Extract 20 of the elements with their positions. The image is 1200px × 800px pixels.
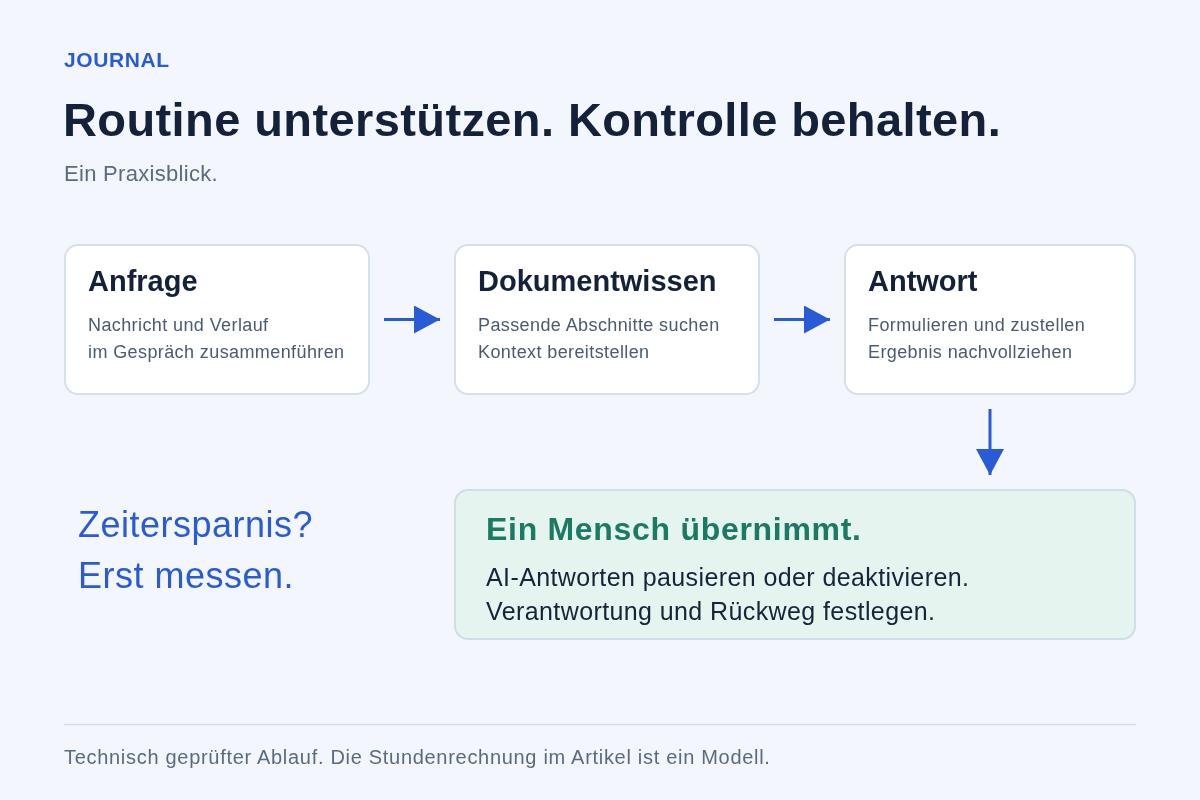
callout-box	[454, 489, 1136, 640]
step-description: Nachricht und Verlauf im Gespräch zusammenführen	[88, 314, 345, 364]
arrow	[384, 305, 440, 334]
arrow	[774, 305, 830, 334]
step-title: Anfrage	[88, 264, 198, 298]
side-note: Zeitersparnis? Erst messen.	[78, 503, 314, 598]
step-title: Dokumentwissen	[478, 264, 717, 298]
step-description: Formulieren und zustellen Ergebnis nachvollziehen	[868, 314, 1086, 364]
callout-title: Ein Mensch übernimmt.	[486, 511, 862, 547]
footer-note: Technisch geprüfter Ablauf. Die Stundenrechnung im Artikel ist ein Modell.	[64, 745, 771, 770]
step-description: Passende Abschnitte suchen Kontext bereitstellen	[478, 314, 720, 364]
process-box	[844, 244, 1136, 395]
subtitle-text: Ein Praxisblick.	[64, 160, 218, 188]
callout-text: AI-Antworten pausieren oder deaktivieren. Verantwortung und Rückweg festlegen.	[486, 562, 970, 627]
arrow	[976, 409, 1004, 475]
page-title: Routine unterstützen. Kontrolle behalten.	[63, 93, 1002, 147]
step-title: Antwort	[868, 264, 978, 298]
kicker-text: JOURNAL	[64, 47, 170, 73]
process-box	[454, 244, 760, 395]
process-box	[64, 244, 370, 395]
